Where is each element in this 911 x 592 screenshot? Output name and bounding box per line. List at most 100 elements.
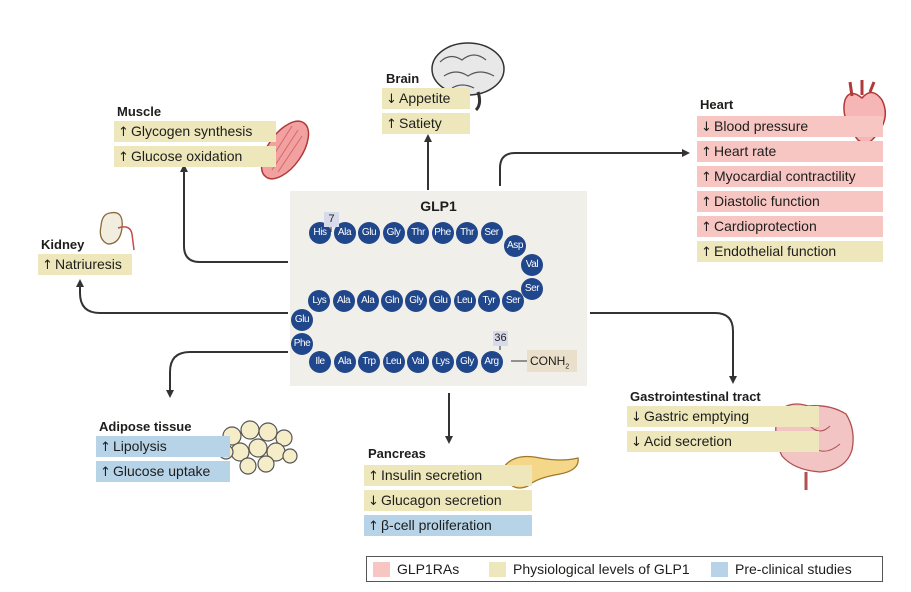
legend: GLP1RAs Physiological levels of GLP1 Pre… [366, 556, 883, 582]
up-arrow-icon: ↑ [701, 245, 712, 260]
arrow-to-muscle [180, 164, 288, 263]
residue-val: Val [407, 351, 429, 373]
gi-effect-text: Acid secretion [644, 433, 732, 449]
heart-title: Heart [700, 97, 734, 112]
brain-effect-text: Appetite [399, 90, 451, 106]
residue-gln: Gln [381, 290, 403, 312]
muscle-effect-text: Glucose oxidation [131, 148, 243, 164]
down-arrow-icon: ↓ [386, 92, 397, 107]
gi-effect-item: ↓Gastric emptying [627, 406, 819, 427]
heart-effect-item: ↑Myocardial contractility [697, 166, 883, 187]
heart-effect-text: Diastolic function [714, 193, 820, 209]
residue-leu: Leu [382, 351, 405, 373]
legend-swatch-preclinical [711, 562, 728, 577]
residue-phe: Phe [291, 333, 313, 355]
legend-label-glp1ras: GLP1RAs [397, 561, 460, 577]
pancreas-title: Pancreas [368, 446, 426, 461]
residue-arg: Arg [480, 351, 503, 373]
residue-glu: Glu [429, 290, 452, 312]
residue-leu: Leu [453, 290, 476, 312]
up-arrow-icon: ↑ [368, 469, 379, 484]
arrow-to-adipose [166, 351, 288, 398]
heart-effect-text: Endothelial function [714, 243, 837, 259]
brain-effect-item: ↓Appetite [382, 88, 470, 109]
residue-trp: Trp [358, 351, 380, 373]
residue-lys: Lys [308, 290, 331, 312]
residue-ala: Ala [356, 290, 379, 312]
brain-effect-item: ↑Satiety [382, 113, 470, 134]
legend-swatch-glp1ras [373, 562, 390, 577]
residue-glu: Glu [358, 222, 380, 244]
heart-effect-text: Blood pressure [714, 118, 809, 134]
up-arrow-icon: ↑ [42, 258, 53, 273]
heart-effect-item: ↑Diastolic function [697, 191, 883, 212]
muscle-effect-text: Glycogen synthesis [131, 123, 253, 139]
adipose-effect-item: ↑Lipolysis [96, 436, 230, 457]
up-arrow-icon: ↑ [118, 150, 129, 165]
gi-effects: ↓Gastric emptying↓Acid secretion [627, 406, 819, 456]
glp1-title: GLP1 [420, 198, 457, 214]
residue-phe: Phe [431, 222, 454, 244]
heart-effect-item: ↓Blood pressure [697, 116, 883, 137]
legend-swatch-physiological [489, 562, 506, 577]
residue-val: Val [521, 254, 543, 276]
up-arrow-icon: ↑ [701, 145, 712, 160]
muscle-effect-item: ↑Glucose oxidation [114, 146, 276, 167]
residue-asp: Asp [504, 235, 526, 257]
residue-tyr: Tyr [477, 290, 500, 312]
adipose-effect-text: Lipolysis [113, 438, 167, 454]
arrow-to-kidney [76, 279, 288, 314]
kidney-effects: ↑Natriuresis [38, 254, 132, 279]
pancreas-effects: ↑Insulin secretion↓Glucagon secretion↑β-… [364, 465, 532, 540]
pancreas-effect-item: ↑β-cell proliferation [364, 515, 532, 536]
legend-label-preclinical: Pre-clinical studies [735, 561, 852, 577]
residue-thr: Thr [407, 222, 429, 244]
kidney-effect-text: Natriuresis [55, 256, 122, 272]
pancreas-effect-text: Insulin secretion [381, 467, 483, 483]
up-arrow-icon: ↑ [701, 195, 712, 210]
residue-gly: Gly [405, 290, 428, 312]
up-arrow-icon: ↑ [386, 117, 397, 132]
residue-ile: Ile [309, 351, 331, 373]
residue-ser: Ser [502, 290, 524, 312]
gi-effect-item: ↓Acid secretion [627, 431, 819, 452]
residue-ala: Ala [333, 351, 356, 373]
residue-gly: Gly [382, 222, 405, 244]
heart-effects: ↓Blood pressure↑Heart rate↑Myocardial co… [697, 116, 883, 266]
pancreas-effect-item: ↓Glucagon secretion [364, 490, 532, 511]
residue-thr: Thr [456, 222, 478, 244]
heart-effect-text: Myocardial contractility [714, 168, 856, 184]
heart-effect-item: ↑Heart rate [697, 141, 883, 162]
adipose-title: Adipose tissue [99, 419, 192, 434]
pancreas-effect-text: β-cell proliferation [381, 517, 492, 533]
down-arrow-icon: ↓ [631, 435, 642, 450]
residue-ala: Ala [332, 290, 355, 312]
muscle-effects: ↑Glycogen synthesis ↑Glucose oxidation [114, 121, 276, 171]
arrow-to-gi [590, 312, 737, 384]
up-arrow-icon: ↑ [701, 220, 712, 235]
terminal-group: CONH2 [527, 350, 577, 372]
arrow-to-heart [499, 149, 690, 186]
heart-effect-text: Cardioprotection [714, 218, 817, 234]
legend-label-physiological: Physiological levels of GLP1 [513, 561, 690, 577]
down-arrow-icon: ↓ [701, 120, 712, 135]
position-start-label: 7 [324, 212, 339, 227]
kidney-title: Kidney [41, 237, 85, 252]
adipose-effect-text: Glucose uptake [113, 463, 211, 479]
up-arrow-icon: ↑ [701, 170, 712, 185]
heart-effect-item: ↑Endothelial function [697, 241, 883, 262]
kidney-effect-item: ↑Natriuresis [38, 254, 132, 275]
pancreas-effect-item: ↑Insulin secretion [364, 465, 532, 486]
adipose-effects: ↑Lipolysis↑Glucose uptake [96, 436, 230, 486]
residue-gly: Gly [456, 351, 478, 373]
down-arrow-icon: ↓ [631, 410, 642, 425]
position-end-label: 36 [493, 331, 508, 346]
residue-lys: Lys [431, 351, 454, 373]
kidney-icon [99, 211, 135, 251]
residue-ser: Ser [480, 222, 503, 244]
muscle-effect-item: ↑Glycogen synthesis [114, 121, 276, 142]
up-arrow-icon: ↑ [100, 440, 111, 455]
residue-ala: Ala [333, 222, 356, 244]
brain-effect-text: Satiety [399, 115, 442, 131]
